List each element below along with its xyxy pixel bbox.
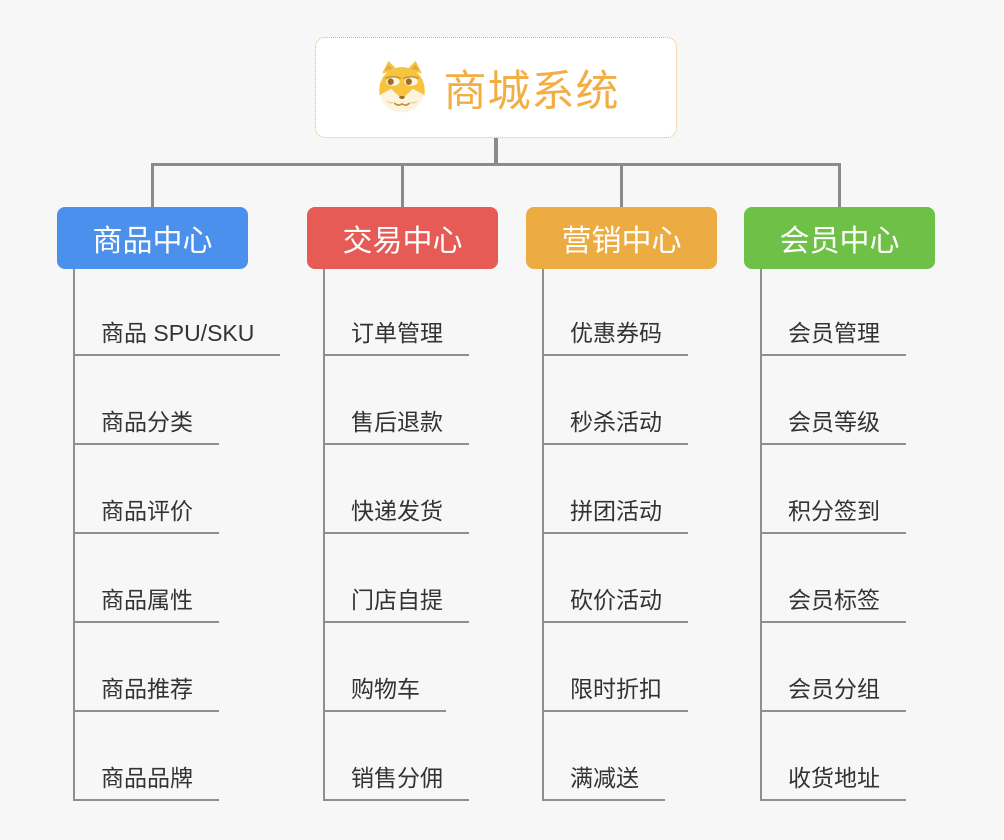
branch-connector-horizontal xyxy=(151,163,841,166)
branch-connector-drop xyxy=(151,163,154,209)
leaf-node[interactable]: 商品推荐 xyxy=(73,670,219,712)
root-node-mall-system[interactable]: 商城系统 xyxy=(315,37,677,138)
leaf-node[interactable]: 砍价活动 xyxy=(542,581,688,623)
branch-connector-drop xyxy=(401,163,404,209)
branch-connector-drop xyxy=(838,163,841,209)
root-node-title: 商城系统 xyxy=(443,67,620,116)
leaf-node[interactable]: 购物车 xyxy=(323,670,446,712)
doge-dog-icon xyxy=(378,60,425,112)
leaf-node[interactable]: 门店自提 xyxy=(323,581,469,623)
leaf-node[interactable]: 会员标签 xyxy=(760,581,906,623)
leaf-node[interactable]: 销售分佣 xyxy=(323,759,469,801)
leaf-node[interactable]: 订单管理 xyxy=(323,314,469,356)
leaf-node[interactable]: 收货地址 xyxy=(760,759,906,801)
leaf-node[interactable]: 商品品牌 xyxy=(73,759,219,801)
leaf-node[interactable]: 满减送 xyxy=(542,759,665,801)
root-connector-stub xyxy=(494,138,498,166)
leaf-node[interactable]: 会员分组 xyxy=(760,670,906,712)
leaf-node[interactable]: 快递发货 xyxy=(323,492,469,534)
branch-node-trade-center[interactable]: 交易中心 xyxy=(307,207,498,269)
branch-node-member-center[interactable]: 会员中心 xyxy=(744,207,935,269)
leaf-node[interactable]: 会员等级 xyxy=(760,403,906,445)
leaf-node[interactable]: 秒杀活动 xyxy=(542,403,688,445)
leaf-node[interactable]: 售后退款 xyxy=(323,403,469,445)
leaf-node[interactable]: 商品评价 xyxy=(73,492,219,534)
leaf-node[interactable]: 积分签到 xyxy=(760,492,906,534)
branch-node-product-center[interactable]: 商品中心 xyxy=(57,207,248,269)
branch-node-marketing-center[interactable]: 营销中心 xyxy=(526,207,717,269)
leaf-node[interactable]: 优惠券码 xyxy=(542,314,688,356)
leaf-node[interactable]: 商品 SPU/SKU xyxy=(73,314,281,356)
leaf-node[interactable]: 会员管理 xyxy=(760,314,906,356)
leaf-node[interactable]: 商品属性 xyxy=(73,581,219,623)
leaf-node[interactable]: 拼团活动 xyxy=(542,492,688,534)
leaf-node[interactable]: 限时折扣 xyxy=(542,670,688,712)
branch-connector-drop xyxy=(620,163,623,209)
leaf-node[interactable]: 商品分类 xyxy=(73,403,219,445)
